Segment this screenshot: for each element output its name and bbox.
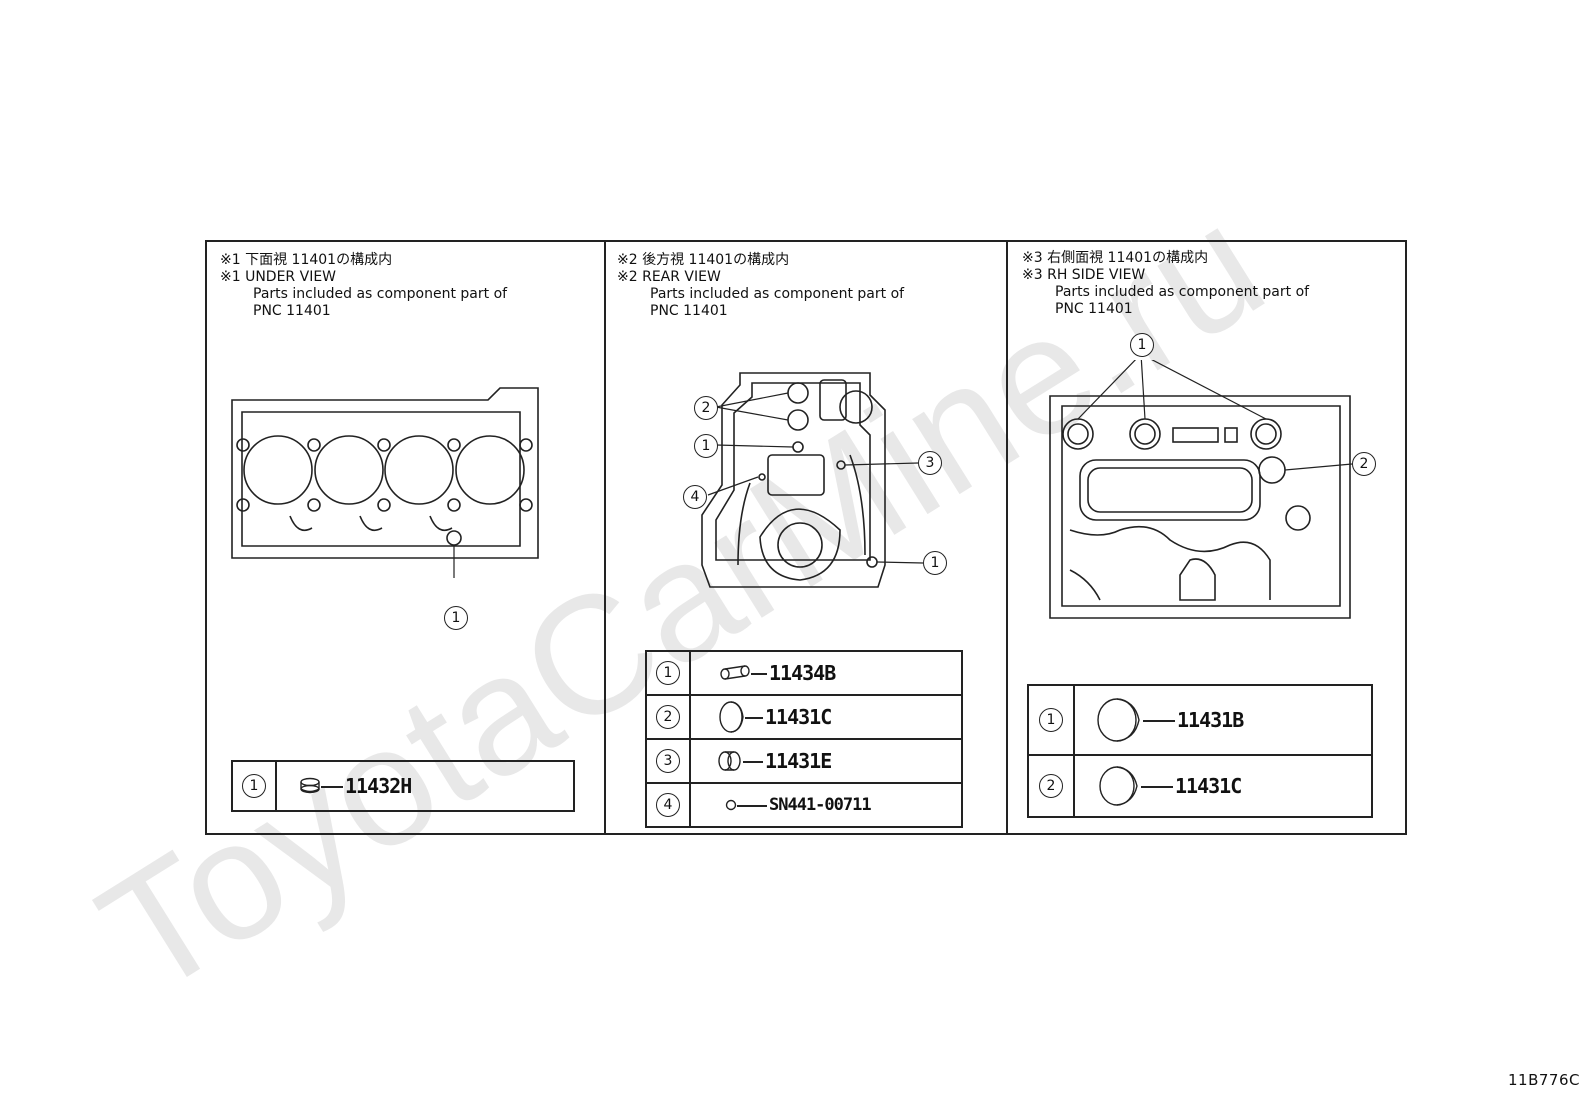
header-english: ※1 UNDER VIEW	[220, 269, 337, 285]
ref-number: 1	[242, 774, 266, 798]
part-number[interactable]: 11434B	[769, 661, 836, 685]
leader-line	[1141, 786, 1173, 788]
part-cell: 11432H	[275, 760, 575, 812]
parts-row: 2 11431C	[1027, 754, 1373, 818]
part-number[interactable]: 11431E	[765, 749, 832, 773]
callout-1: 1	[923, 551, 947, 575]
header-english: ※2 REAR VIEW	[617, 269, 721, 285]
ref-cell: 1	[231, 760, 277, 812]
callout-4: 4	[683, 485, 707, 509]
ref-number: 2	[1039, 774, 1063, 798]
header-pnc: PNC 11401	[1055, 301, 1133, 317]
cup-plug-icon	[300, 777, 320, 794]
ref-cell: 1	[645, 650, 691, 696]
diagram-frame	[205, 240, 1407, 835]
callout-1: 1	[444, 606, 468, 630]
header-english: ※3 RH SIDE VIEW	[1022, 267, 1146, 283]
ref-number: 2	[656, 705, 680, 729]
header-description: Parts included as component part of	[650, 286, 905, 302]
part-number[interactable]: SN441-00711	[769, 795, 872, 815]
ref-cell: 1	[1027, 684, 1075, 756]
small-ball-icon	[725, 799, 737, 811]
leader-line	[745, 717, 763, 719]
part-cell: 11431E	[689, 738, 963, 784]
callout-2: 2	[694, 396, 718, 420]
leader-line	[751, 673, 767, 675]
panel-header: ※1 下面視 11401の構成内 ※1 UNDER VIEW Parts inc…	[220, 252, 507, 320]
callout-1: 1	[694, 434, 718, 458]
engine-block-rear-view-drawing	[701, 372, 924, 588]
leader-line	[737, 805, 767, 807]
parts-table: 1 11432H	[231, 760, 575, 812]
ref-number: 4	[656, 793, 680, 817]
panel-divider	[604, 240, 606, 835]
parts-row: 4 SN441-00711	[645, 782, 963, 828]
panel-header: ※2 後方視 11401の構成内 ※2 REAR VIEW Parts incl…	[617, 252, 904, 320]
part-cell: 11431C	[689, 694, 963, 740]
header-japanese: ※3 右側面視 11401の構成内	[1022, 250, 1209, 266]
panel-header: ※3 右側面視 11401の構成内 ※3 RH SIDE VIEW Parts …	[1022, 250, 1309, 318]
parts-row: 3 11431E	[645, 738, 963, 784]
plug-disc-icon	[1097, 698, 1140, 742]
ref-cell: 3	[645, 738, 691, 784]
pin-plug-icon	[720, 665, 750, 680]
callout-1: 1	[1130, 333, 1154, 357]
callout-3: 3	[918, 451, 942, 475]
part-number[interactable]: 11431C	[765, 705, 832, 729]
header-pnc: PNC 11401	[650, 303, 728, 319]
ref-number: 3	[656, 749, 680, 773]
engine-block-under-view-drawing	[231, 387, 539, 578]
parts-row: 1 11434B	[645, 650, 963, 696]
engine-block-rh-side-view-drawing	[1049, 360, 1353, 619]
leader-line	[743, 761, 763, 763]
header-japanese: ※2 後方視 11401の構成内	[617, 252, 790, 268]
ref-number: 1	[1039, 708, 1063, 732]
header-description: Parts included as component part of	[253, 286, 508, 302]
panel-divider	[1006, 240, 1008, 835]
ref-cell: 2	[645, 694, 691, 740]
part-number[interactable]: 11431B	[1177, 708, 1244, 732]
ref-number: 1	[656, 661, 680, 685]
header-japanese: ※1 下面視 11401の構成内	[220, 252, 393, 268]
header-description: Parts included as component part of	[1055, 284, 1310, 300]
parts-row: 1 11432H	[231, 760, 575, 812]
part-cell: 11434B	[689, 650, 963, 696]
leader-line	[321, 786, 343, 788]
ref-cell: 4	[645, 782, 691, 828]
header-pnc: PNC 11401	[253, 303, 331, 319]
parts-table: 1 11431B 2 11431C	[1027, 684, 1373, 818]
callout-2: 2	[1352, 452, 1376, 476]
part-cell: 11431C	[1073, 754, 1373, 818]
plug-disc-icon	[1099, 766, 1138, 806]
part-cell: 11431B	[1073, 684, 1373, 756]
diagram-code: 11B776C	[1508, 1071, 1580, 1089]
part-number[interactable]: 11432H	[345, 774, 412, 798]
ref-cell: 2	[1027, 754, 1075, 818]
plug-disc-icon	[719, 701, 744, 733]
stepped-plug-icon	[718, 751, 741, 771]
parts-row: 1 11431B	[1027, 684, 1373, 756]
part-number[interactable]: 11431C	[1175, 774, 1242, 798]
part-cell: SN441-00711	[689, 782, 963, 828]
parts-table: 1 11434B 2 1143	[645, 650, 963, 828]
parts-row: 2 11431C	[645, 694, 963, 740]
leader-line	[1143, 720, 1175, 722]
